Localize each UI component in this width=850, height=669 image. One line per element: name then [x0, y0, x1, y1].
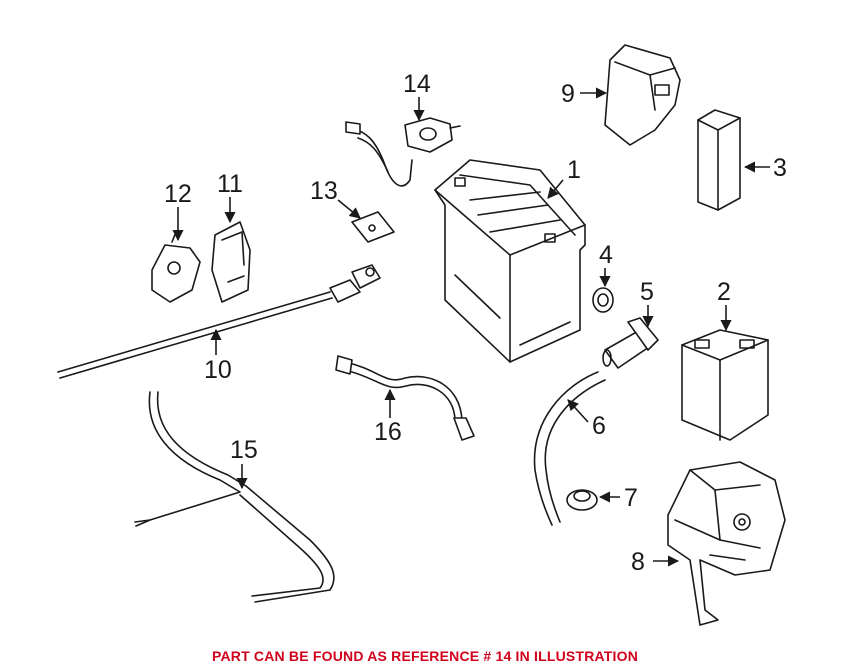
callout-5: 5 — [640, 278, 654, 306]
part-16-ground-cable[interactable] — [335, 355, 475, 441]
callout-12: 12 — [164, 180, 192, 208]
part-10-battery-cable[interactable] — [57, 264, 381, 379]
part-2-aux-battery[interactable] — [681, 329, 769, 441]
part-15-harness[interactable] — [134, 391, 335, 603]
callout-15: 15 — [230, 436, 258, 464]
callout-9: 9 — [561, 80, 575, 108]
callout-2: 2 — [717, 278, 731, 306]
callout-10: 10 — [204, 356, 232, 384]
part-12-sensor[interactable] — [151, 231, 201, 303]
leader-6 — [567, 399, 589, 423]
leader-13 — [337, 199, 361, 219]
part-8-tray[interactable] — [667, 461, 786, 626]
callout-1: 1 — [567, 156, 581, 184]
callout-6: 6 — [592, 412, 606, 440]
callout-3: 3 — [773, 154, 787, 182]
part-7-plug[interactable] — [566, 489, 598, 511]
callout-8: 8 — [631, 548, 645, 576]
callout-14: 14 — [403, 70, 431, 98]
callout-4: 4 — [599, 241, 613, 269]
callout-7: 7 — [624, 484, 638, 512]
part-6-vent-hose[interactable] — [533, 371, 606, 526]
part-4-grommet[interactable] — [592, 287, 614, 313]
part-14-terminal-sensor[interactable] — [345, 117, 461, 187]
part-3-module[interactable] — [697, 109, 741, 211]
callout-11: 11 — [217, 170, 243, 198]
footer-note: PART CAN BE FOUND AS REFERENCE # 14 IN I… — [211, 648, 639, 664]
part-9-fuse-block[interactable] — [604, 44, 681, 146]
part-1-battery[interactable] — [434, 159, 586, 363]
leader-1 — [547, 179, 564, 199]
part-11-clip[interactable] — [211, 221, 251, 303]
callout-13: 13 — [310, 177, 338, 205]
part-13-pad[interactable] — [351, 211, 395, 243]
callout-16: 16 — [374, 418, 402, 446]
part-5-vent-elbow[interactable] — [602, 317, 659, 369]
